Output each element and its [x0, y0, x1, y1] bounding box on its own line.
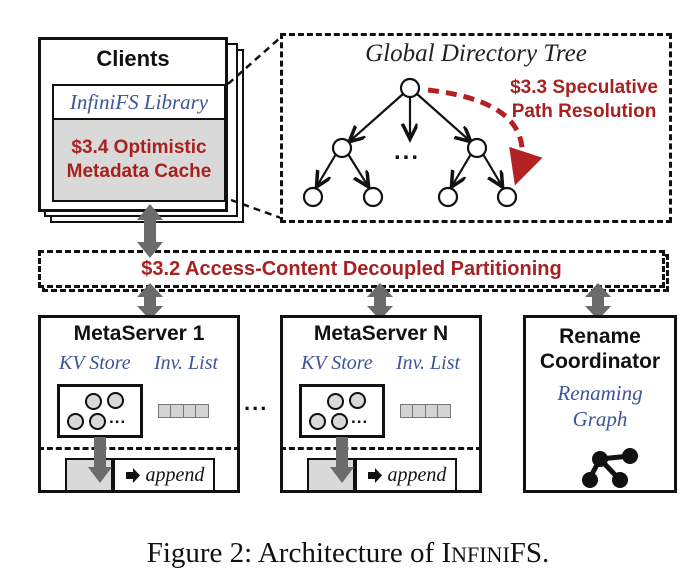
metaserverN-inv-list-label: Inv. List: [396, 352, 461, 374]
metaserverN-inv-list-squares: [399, 404, 451, 418]
metaserver1-append-label: append: [145, 463, 205, 486]
metaserver1-title: MetaServer 1: [73, 322, 205, 345]
speculative-path-label-line2: Path Resolution: [511, 100, 657, 122]
append-arrow-icon: [125, 467, 140, 483]
figure-caption-prefix: Figure 2: Architecture of: [146, 537, 442, 569]
renaming-graph-icon: [582, 448, 638, 488]
speculative-path-arrow: [427, 87, 543, 186]
metaserverN-box: MetaServer N KV Store Inv. List ... appe…: [280, 315, 482, 493]
speculative-path-label-line1: $3.3 Speculative: [510, 77, 658, 98]
rename-coordinator-title: Rename Coordinator: [526, 324, 674, 374]
global-directory-tree-title: Global Directory Tree: [365, 40, 587, 67]
directory-tree-diagram: [302, 77, 543, 208]
figure-caption-name-smallcaps: NFINI: [451, 542, 510, 567]
metaserver1-inv-list-squares: [157, 404, 209, 418]
down-arrow-icon-metaserverN: [330, 437, 354, 483]
metaserverN-append-box: append: [355, 458, 457, 492]
metaserver1-inv-list-label: Inv. List: [154, 352, 219, 374]
metaserver1-append-box: append: [113, 458, 215, 492]
partitioning-bar-label: $3.2 Access-Content Decoupled Partitioni…: [141, 257, 562, 280]
metadata-cache-label-line2: Metadata Cache: [66, 161, 212, 182]
clients-title: Clients: [96, 46, 170, 71]
metaserverN-kv-store-box: ...: [299, 384, 385, 438]
metaserver1-kv-ellipsis: ...: [109, 408, 127, 427]
renaming-graph-label-line2: Graph: [572, 407, 628, 432]
speculative-path-label: $3.3 Speculative Path Resolution: [498, 76, 670, 124]
metaserverN-kv-store-label: KV Store: [301, 352, 373, 374]
metaserverN-divider: [280, 447, 482, 450]
metaserverN-title: MetaServer N: [313, 322, 449, 345]
metaserver-separator-ellipsis: ...: [244, 390, 269, 415]
infinifs-library-label: InfiniFS Library: [69, 89, 209, 114]
metadata-cache-box: $3.4 Optimistic Metadata Cache: [52, 118, 226, 202]
append-arrow-icon: [367, 467, 382, 483]
partitioning-bar: $3.2 Access-Content Decoupled Partitioni…: [38, 250, 665, 288]
clients-box: Clients InfiniFS Library $3.4 Optimistic…: [38, 37, 228, 212]
rename-coordinator-title-line2: Coordinator: [539, 350, 661, 374]
renaming-graph-label-line1: Renaming: [557, 381, 643, 405]
renaming-graph-label: Renaming Graph: [526, 380, 674, 433]
figure-caption-suffix: .: [542, 537, 550, 569]
tree-ellipsis: ...: [394, 138, 421, 165]
metaserver1-box: MetaServer 1 KV Store Inv. List ... appe…: [38, 315, 240, 493]
metaserverN-kv-ellipsis: ...: [351, 408, 369, 427]
figure-caption-name-cap1: I: [441, 537, 452, 569]
down-arrow-icon-metaserver1: [88, 437, 112, 483]
global-directory-tree-box: Global Directory Tree: [280, 33, 672, 223]
infinifs-library-box: InfiniFS Library: [52, 84, 226, 120]
figure-caption-name-cap2: FS: [509, 537, 543, 569]
metaserver1-divider: [38, 447, 240, 450]
metaserver1-kv-store-label: KV Store: [59, 352, 131, 374]
metaserverN-append-label: append: [387, 463, 447, 486]
figure-caption: Figure 2: Architecture of INFINIFS.: [0, 537, 696, 570]
rename-coordinator-box: Rename Coordinator Renaming Graph: [523, 315, 677, 493]
metaserver1-kv-store-box: ...: [57, 384, 143, 438]
metadata-cache-label-line1: $3.4 Optimistic: [71, 137, 207, 159]
rename-coordinator-title-line1: Rename: [559, 325, 641, 348]
